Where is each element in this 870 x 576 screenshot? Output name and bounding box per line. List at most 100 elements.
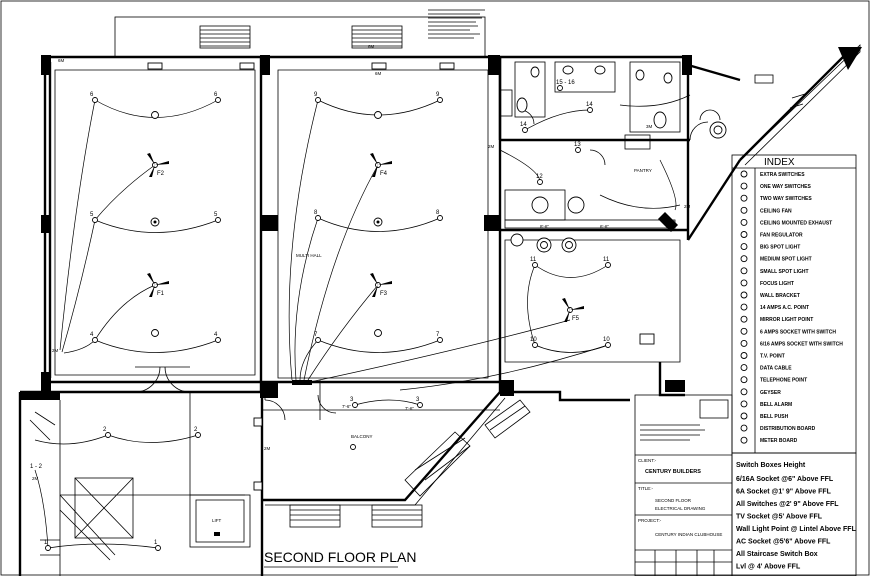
svg-text:7'-6": 7'-6" — [405, 406, 414, 411]
small-spot-light-icon — [740, 267, 748, 275]
svg-text:2M: 2M — [684, 204, 691, 209]
index-label: FAN REGULATOR — [760, 233, 803, 239]
index-row: TELEPHONE POINT — [740, 376, 807, 384]
distribution-board-icon — [740, 424, 748, 432]
light-point-11b — [605, 262, 611, 268]
toilet-fixtures — [499, 61, 727, 247]
note-line: Lvl @ 4' Above FFL — [736, 564, 801, 571]
title-label: TITLE:- — [638, 486, 654, 491]
svg-text:7'-6": 7'-6" — [342, 404, 351, 409]
title-block: CLIENT:- CENTURY BUILDERS TITLE:- SECOND… — [634, 394, 733, 576]
multi-hall-label: MULTI HALL — [296, 253, 322, 258]
light-point-6b — [215, 97, 221, 103]
index-label: DATA CABLE — [760, 366, 792, 372]
medium-spot-light-icon — [740, 255, 748, 263]
svg-text:8: 8 — [314, 210, 318, 216]
light-point-14b — [587, 107, 593, 113]
note-line: All Staircase Switch Box — [736, 551, 818, 558]
index-row: MEDIUM SPOT LIGHT — [740, 255, 812, 263]
svg-text:8: 8 — [436, 210, 440, 216]
light-point-10a — [532, 342, 538, 348]
light-point-5a — [92, 217, 98, 223]
svg-text:11: 11 — [603, 257, 610, 263]
ceiling-fan-f1: F1 — [147, 273, 169, 297]
light-point-15-16 — [557, 85, 563, 91]
drawing-title-1: SECOND FLOOR — [655, 498, 692, 503]
wall-bracket-icon — [740, 291, 748, 299]
svg-text:14: 14 — [520, 122, 527, 128]
client-label: CLIENT:- — [638, 458, 657, 463]
index-row: SMALL SPOT LIGHT — [740, 267, 809, 275]
note-line: TV Socket @5' Above FFL — [736, 514, 823, 521]
index-row: DATA CABLE — [740, 364, 792, 372]
note-line: 6A Socket @1' 9" Above FFL — [736, 489, 832, 496]
index-label: CEILING FAN — [760, 208, 792, 214]
data-cable-icon — [740, 364, 748, 372]
svg-text:2M: 2M — [488, 144, 495, 149]
light-point-1b — [155, 545, 161, 551]
note-line: Wall Light Point @ Lintel Above FFL — [736, 526, 857, 533]
two-way-switch-icon — [740, 194, 748, 202]
index-label: BIG SPOT LIGHT — [760, 245, 800, 251]
index-label: DISTRIBUTION BOARD — [760, 426, 816, 432]
index-label: METER BOARD — [760, 438, 798, 444]
light-point-4b — [215, 337, 221, 343]
svg-text:7: 7 — [436, 332, 440, 338]
socket-16a-icon — [740, 339, 748, 347]
index-label: 14 AMPS A.C. POINT — [760, 305, 809, 311]
project-label: PROJECT:- — [638, 518, 662, 523]
light-point-1a — [45, 545, 51, 551]
svg-text:4: 4 — [214, 332, 218, 338]
index-row: ONE WAY SWITCHES — [740, 182, 812, 190]
index-label: TELEPHONE POINT — [760, 378, 807, 384]
light-point-8a — [315, 215, 321, 221]
index-label: WALL BRACKET — [760, 293, 800, 299]
svg-text:2: 2 — [194, 427, 198, 433]
svg-text:6M: 6M — [58, 58, 65, 63]
lift-label: LIFT — [212, 518, 222, 523]
index-label: EXTRA SWITCHES — [760, 172, 805, 178]
index-row: T.V. POINT — [740, 352, 785, 360]
svg-text:1: 1 — [154, 540, 158, 546]
index-label: SMALL SPOT LIGHT — [760, 269, 809, 275]
svg-text:F3: F3 — [380, 291, 388, 297]
plan-title: SECOND FLOOR PLAN — [264, 549, 416, 565]
light-point-2a — [105, 432, 111, 438]
svg-text:10: 10 — [603, 337, 610, 343]
note-line: All Switches @2' 9" Above FFL — [736, 501, 839, 508]
index-label: MEDIUM SPOT LIGHT — [760, 257, 812, 263]
index-row: 14 AMPS A.C. POINT — [740, 303, 809, 311]
index-label: BELL ALARM — [760, 402, 792, 408]
point-labels: 6 6 5 5 4 4 9 9 8 8 7 7 11 11 10 10 12 1… — [30, 80, 610, 546]
vent-grille-right — [351, 25, 403, 49]
light-point-9a — [315, 97, 321, 103]
index-label: CEILING MOUNTED EXHAUST — [760, 220, 832, 226]
focus-light-icon — [740, 279, 748, 287]
svg-text:2M: 2M — [264, 446, 271, 451]
svg-text:3M: 3M — [646, 124, 653, 129]
svg-text:9: 9 — [436, 92, 440, 98]
index-label: TWO WAY SWITCHES — [760, 196, 812, 202]
index-label: T.V. POINT — [760, 354, 785, 360]
balcony-label: BALCONY — [351, 434, 373, 439]
building-walls — [18, 44, 861, 576]
light-point-6a — [92, 97, 98, 103]
index-row: MIRROR LIGHT POINT — [740, 315, 813, 323]
index-row: BELL PUSH — [740, 412, 789, 420]
light-point-8b — [437, 215, 443, 221]
bell-push-icon — [740, 412, 748, 420]
mirror-light-icon — [740, 315, 748, 323]
index-row: TWO WAY SWITCHES — [740, 194, 812, 202]
index-label: FOCUS LIGHT — [760, 281, 794, 287]
structural-columns — [20, 47, 862, 400]
index-row: WALL BRACKET — [740, 291, 800, 299]
light-point-12 — [537, 179, 543, 185]
svg-text:2M: 2M — [52, 348, 59, 353]
svg-text:1 - 2: 1 - 2 — [30, 464, 43, 470]
socket-6a-icon — [740, 327, 748, 335]
note-line: 6/16A Socket @6" Above FFL — [736, 476, 834, 483]
exhaust-icon — [740, 218, 748, 226]
top-duct-block — [114, 16, 486, 58]
telephone-point-icon — [740, 376, 748, 384]
spot-lights — [150, 111, 383, 450]
